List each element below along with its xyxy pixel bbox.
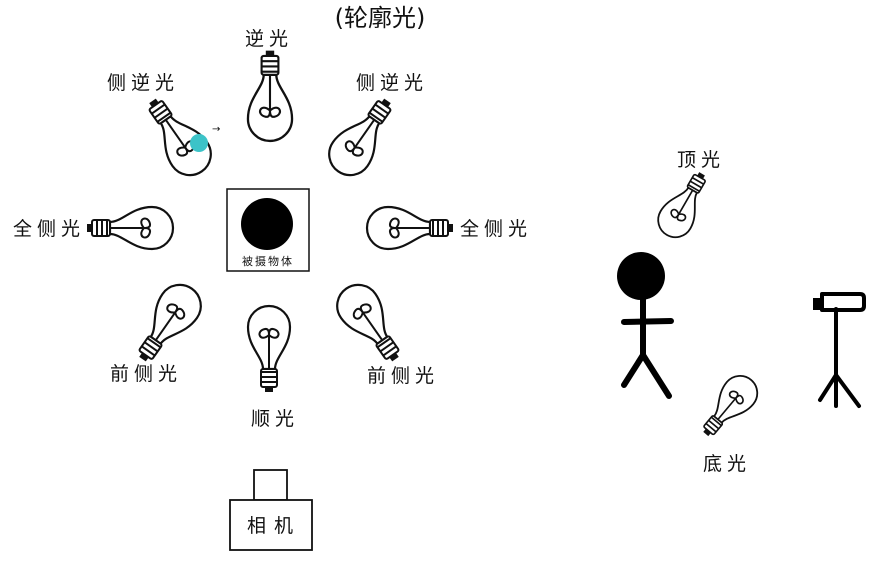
subject-label: 被摄物体 [242,254,294,268]
full-side-left-bulb-icon [85,205,175,251]
front-side-left-label: 前侧光 [110,363,182,385]
subject-circle [241,198,293,250]
bottom-light-bulb-icon [691,367,766,446]
camera-label: 相机 [247,515,301,537]
top-light-label: 顶光 [677,149,725,171]
tripod-camera-icon [813,292,866,408]
top-light-bulb-icon [650,164,718,245]
full-side-right-label: 全侧光 [460,218,532,240]
side-back-left-label: 侧逆光 [107,72,179,94]
back-light-bulb-icon [246,49,294,143]
full-side-right-bulb-icon [365,205,455,251]
front-light-label: 顺光 [251,408,299,430]
front-side-right-label: 前侧光 [367,365,439,387]
side-back-right-bulb-icon [319,87,406,185]
full-side-left-label: 全侧光 [13,218,85,240]
stick-figure [617,252,674,399]
side-back-left-bulb-icon [134,87,221,185]
front-side-left-bulb-icon [124,275,211,373]
cursor-arrow-icon: → [212,124,220,135]
cursor-dot [190,134,208,152]
camera-box [229,469,313,551]
front-side-right-bulb-icon [327,275,414,373]
diagram-title: (轮廓光) [335,4,426,32]
side-back-right-label: 侧逆光 [356,72,428,94]
front-light-bulb-icon [246,304,292,394]
bottom-light-label: 底光 [703,453,751,475]
back-light-label: 逆光 [245,28,293,50]
